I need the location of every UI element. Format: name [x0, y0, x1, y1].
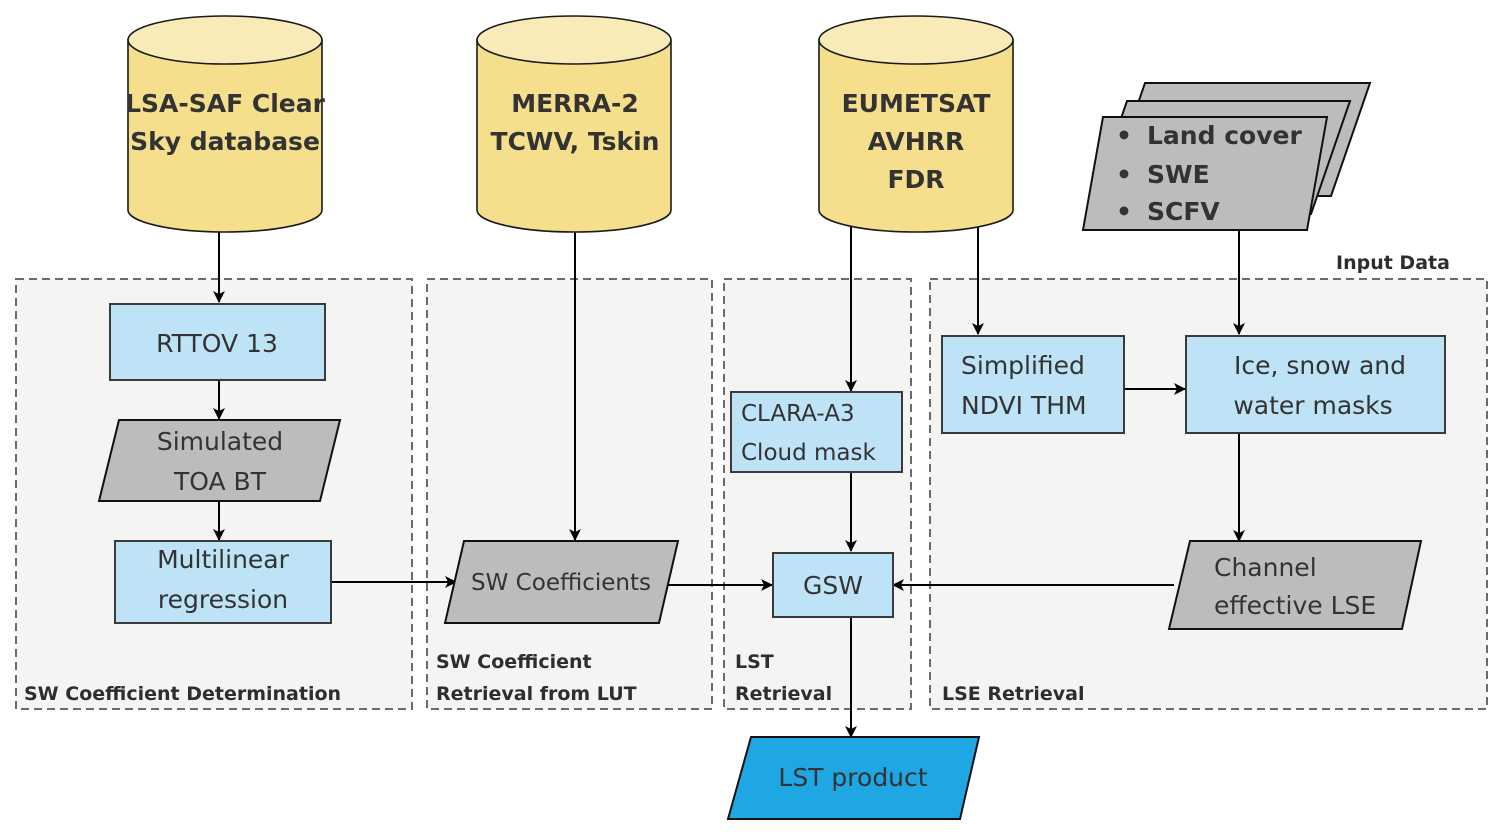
- swcoef-label: SW Coefficients: [471, 570, 651, 596]
- input-auxiliary-data-stack: • Land cover • SWE • SCFV: [1081, 82, 1372, 231]
- aux-item-land-cover: Land cover: [1147, 121, 1302, 150]
- rttov-label: RTTOV 13: [156, 329, 278, 358]
- node-simulated-toa-bt: Simulated TOA BT: [97, 419, 342, 502]
- group-label-lst-2: Retrieval: [735, 683, 832, 705]
- group-label-lse: LSE Retrieval: [942, 683, 1084, 705]
- input-merra2-database: MERRA-2 TCWV, Tskin: [476, 15, 672, 233]
- node-channel-effective-lse: Channel effective LSE: [1167, 540, 1423, 630]
- bullet-icon: •: [1116, 160, 1132, 189]
- lst-product-label: LST product: [778, 763, 927, 792]
- node-rttov: RTTOV 13: [109, 303, 326, 381]
- node-multilinear-regression: Multilinear regression: [114, 540, 332, 624]
- masks-line-2: water masks: [1233, 391, 1392, 420]
- clara-line-2: Cloud mask: [741, 440, 876, 466]
- input-eumetsat-database: EUMETSAT AVHRR FDR: [818, 15, 1014, 233]
- node-simplified-ndvi-thm: Simplified NDVI THM: [941, 335, 1125, 434]
- node-clara-a3-cloud-mask: CLARA-A3 Cloud mask: [730, 391, 903, 473]
- aux-item-scfv: SCFV: [1147, 197, 1220, 226]
- eumetsat-line-3: FDR: [887, 165, 944, 194]
- aux-item-swe: SWE: [1147, 160, 1210, 189]
- ndvi-line-1: Simplified: [961, 351, 1085, 380]
- eumetsat-line-1: EUMETSAT: [842, 89, 991, 118]
- group-label-sw-coef-det: SW Coefficient Determination: [24, 683, 341, 705]
- lse-line-2: effective LSE: [1214, 591, 1376, 620]
- merra2-line-2: TCWV, Tskin: [491, 127, 660, 156]
- bullet-icon: •: [1116, 197, 1132, 226]
- node-gsw: GSW: [772, 552, 894, 618]
- input-data-label: Input Data: [1336, 252, 1450, 274]
- ndvi-line-2: NDVI THM: [961, 391, 1087, 420]
- group-label-lst-1: LST: [735, 651, 774, 673]
- node-lst-product: LST product: [726, 736, 981, 820]
- bullet-icon: •: [1116, 121, 1132, 150]
- simtoa-line-2: TOA BT: [173, 467, 267, 496]
- eumetsat-line-2: AVHRR: [868, 127, 964, 156]
- lse-line-1: Channel: [1214, 553, 1317, 582]
- masks-line-1: Ice, snow and: [1234, 351, 1406, 380]
- group-sw-coefficient-lut: [426, 278, 713, 710]
- gsw-label: GSW: [803, 571, 863, 600]
- group-label-sw-coef-lut-2: Retrieval from LUT: [436, 683, 637, 705]
- node-sw-coefficients: SW Coefficients: [443, 540, 680, 624]
- edges: [213, 225, 1245, 738]
- simtoa-line-1: Simulated: [157, 427, 283, 456]
- input-lsa-saf-database: LSA-SAF Clear Sky database: [125, 15, 326, 233]
- merra2-line-1: MERRA-2: [511, 89, 639, 118]
- node-ice-snow-water-masks: Ice, snow and water masks: [1185, 335, 1446, 434]
- lsa-saf-line-1: LSA-SAF Clear: [125, 89, 326, 118]
- group-lst-retrieval: [723, 278, 912, 710]
- group-label-sw-coef-lut-1: SW Coefficient: [436, 651, 592, 673]
- multilinear-line-1: Multilinear: [157, 545, 290, 574]
- lsa-saf-line-2: Sky database: [130, 127, 320, 156]
- clara-line-1: CLARA-A3: [741, 401, 855, 427]
- multilinear-line-2: regression: [158, 585, 288, 614]
